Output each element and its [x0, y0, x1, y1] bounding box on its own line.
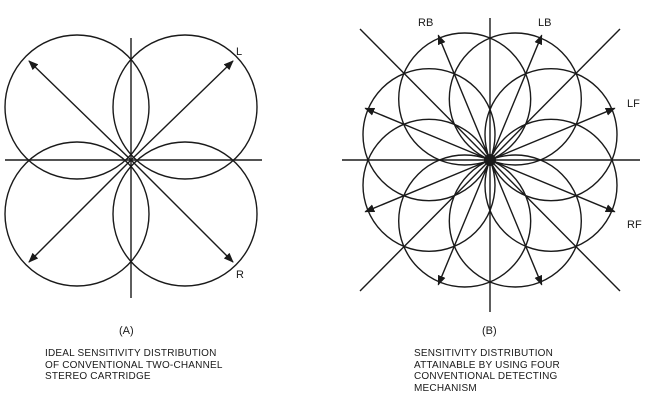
panel-b-arrow-w — [364, 159, 491, 213]
panel-b-arrow-sw — [437, 159, 491, 286]
panel-a-diagram — [4, 34, 262, 298]
panel-b-label-lb: LB — [538, 17, 551, 29]
panel-a-tag: (A) — [119, 325, 134, 337]
panel-a-lobe-upper-right — [112, 34, 258, 180]
panel-b-lobe-nw — [362, 67, 496, 202]
panel-b-arrow-s — [489, 159, 543, 286]
panel-b-caption: SENSITIVITY DISTRIBUTION ATTAINABLE BY U… — [414, 348, 560, 394]
panel-b-label-rb: RB — [418, 17, 433, 29]
panel-a-caption: IDEAL SENSITIVITY DISTRIBUTION OF CONVEN… — [45, 348, 223, 383]
panel-b-arrow-n — [437, 34, 491, 161]
panel-b-arrow-ne — [489, 34, 543, 161]
panel-b-lobe-sw — [398, 154, 532, 288]
panel-a-arrow-r — [130, 159, 234, 263]
panel-b-arrows — [364, 34, 616, 286]
panel-b-label-lf: LF — [627, 98, 640, 110]
panel-a-label-l: L — [236, 46, 242, 58]
panel-a-caption-line-1: IDEAL SENSITIVITY DISTRIBUTION — [45, 348, 217, 359]
panel-b-tag: (B) — [482, 325, 497, 337]
panel-b-diagram — [342, 18, 640, 312]
panel-a-label-r: R — [236, 269, 244, 281]
panel-b-lobe-s — [448, 154, 582, 288]
panel-a-lobe-upper-left — [4, 34, 150, 180]
panel-a-arrow-upper-left — [28, 60, 132, 161]
panel-b-lobe-n — [398, 32, 532, 166]
panel-b-label-rf: RF — [627, 219, 642, 231]
panel-b-arrow-nw — [364, 107, 491, 161]
panel-a-lobe-lower-left — [4, 141, 150, 287]
panel-a-caption-line-2: OF CONVENTIONAL TWO-CHANNEL — [45, 359, 223, 371]
panel-b-lobe-ne — [448, 32, 582, 166]
panel-a-arrow-lower-left — [28, 159, 132, 263]
panel-b-arrow-se — [489, 159, 616, 213]
panel-b-center-hub — [484, 154, 496, 166]
panel-b-arrow-e — [489, 107, 616, 161]
panel-b-lobe-se — [484, 118, 618, 253]
panel-b-caption-line-4: MECHANISM — [414, 382, 477, 394]
panel-b-caption-line-2: ATTAINABLE BY USING FOUR — [414, 359, 560, 371]
panel-b-lobe-w — [362, 118, 496, 253]
panel-b-caption-line-3: CONVENTIONAL DETECTING — [414, 371, 558, 382]
panel-a-lobe-lower-right — [112, 141, 258, 287]
panel-b-lobes — [362, 32, 618, 288]
panel-a-arrow-l — [130, 60, 234, 161]
panel-b-lobe-e — [484, 67, 618, 202]
panel-b-caption-line-1: SENSITIVITY DISTRIBUTION — [414, 348, 554, 359]
panel-a-caption-line-3: STEREO CARTRIDGE — [45, 371, 151, 382]
